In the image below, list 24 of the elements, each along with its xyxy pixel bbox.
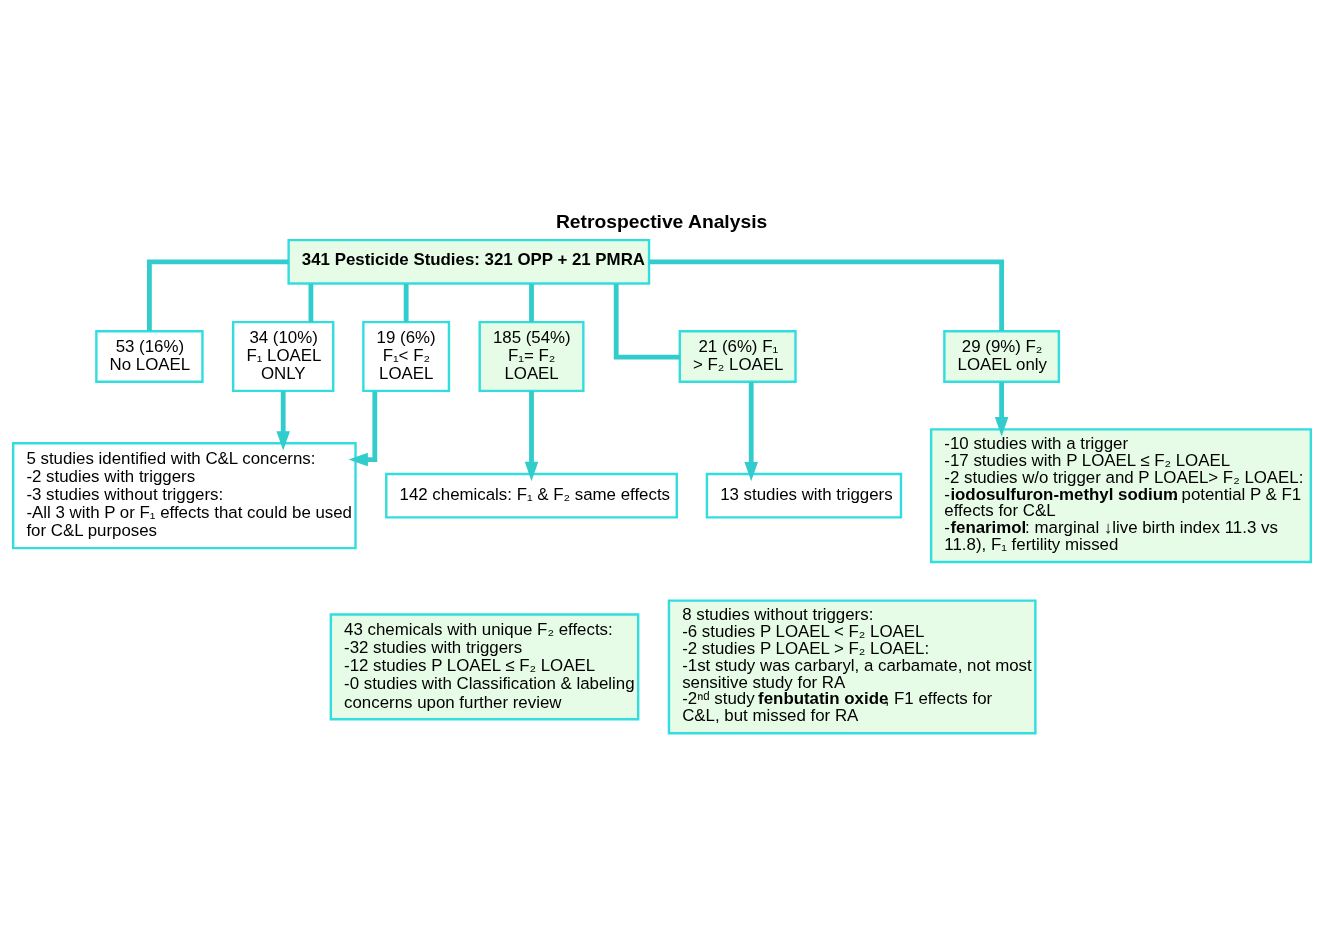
diagram-title: Retrospective Analysis [555, 210, 768, 232]
node-box: 29 (9%) F₂ LOAEL only [943, 329, 1061, 383]
connector [147, 259, 289, 332]
arrow [994, 382, 1009, 437]
connector [649, 259, 1005, 332]
connector [403, 283, 409, 323]
node-box: 43 chemicals with unique F₂ effects: -32 studies with triggers -12 studies P LOAEL ≤ F₂ LOAEL -0 studies with Classification & labeling concerns upon further review [329, 613, 640, 721]
node-box: 53 (16%) No LOAEL [95, 329, 204, 383]
arrow [276, 390, 290, 451]
arrow [348, 391, 378, 467]
connector [308, 283, 314, 323]
node-box: 142 chemicals: F₁ & F₂ same effects [385, 472, 678, 519]
arrow [744, 382, 758, 482]
connector [613, 283, 680, 360]
node-box: 8 studies without triggers: -6 studies P LOAEL < F₂ LOAEL -2 studies P LOAEL > F₂ LOAEL: -1st study was carbaryl, a carbamate, not most sensitive study for RA -2ⁿᵈ study fenbutatin oxide, F1 effects for C&L, but missed for RA [667, 599, 1037, 735]
node-box: 13 studies with triggers [705, 472, 903, 519]
node-box: 185 (54%) F₁= F₂ LOAEL [478, 320, 585, 393]
connector [529, 283, 534, 323]
node-box: 5 studies identified with C&L concerns: -2 studies with triggers -3 studies without triggers: -All 3 with P or F₁ effects that could be used for C&L purposes [11, 442, 357, 550]
node-box: 19 (6%) F₁< F₂ LOAEL [362, 320, 451, 393]
node-box: 34 (10%) F₁ LOAEL ONLY [231, 320, 335, 393]
node-box: 21 (6%) F₁ > F₂ LOAEL [678, 329, 797, 383]
node-box: 341 Pesticide Studies: 321 OPP + 21 PMRA [287, 238, 651, 285]
arrow [524, 390, 539, 482]
